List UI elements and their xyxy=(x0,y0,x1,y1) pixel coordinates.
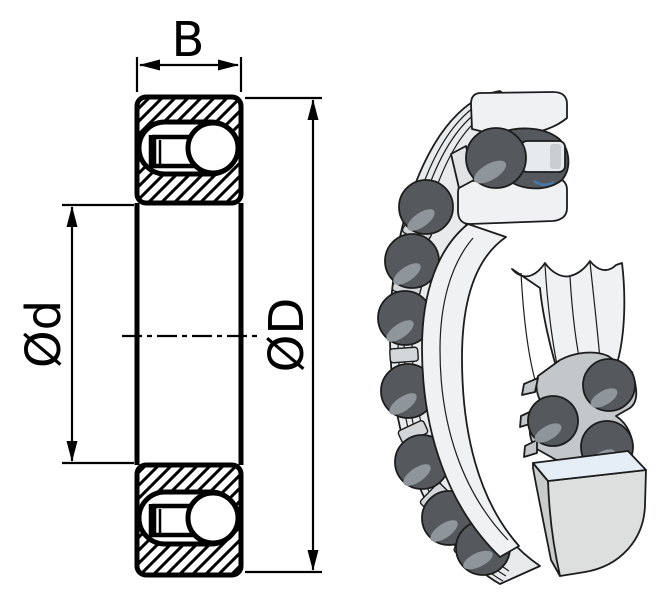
dimension-label-bore: Ød xyxy=(16,300,72,368)
section-front-face xyxy=(547,469,647,577)
inner-ring-face xyxy=(421,223,520,558)
blue-cut-edge xyxy=(533,179,555,186)
ball-section xyxy=(185,120,241,176)
cage-notch xyxy=(523,439,538,458)
arrowhead-top xyxy=(66,206,78,227)
arrowhead-bottom xyxy=(66,441,78,462)
ball-highlight xyxy=(389,393,417,415)
bearing-ball xyxy=(527,395,579,447)
ball-highlight xyxy=(430,520,458,542)
cage-notch xyxy=(521,377,539,396)
outer-ring-bottom-section xyxy=(532,450,647,577)
arrowhead-bottom xyxy=(307,550,319,571)
dimension-outer-D: ØD xyxy=(245,96,322,574)
ball-highlight xyxy=(463,550,493,570)
groove-line xyxy=(520,272,536,381)
ball-highlight xyxy=(590,388,618,408)
bearing-ball xyxy=(380,363,436,419)
ball-highlight xyxy=(407,209,435,231)
dimension-label-outer: ØD xyxy=(259,298,315,373)
section-view: B Ød ØD xyxy=(16,12,322,578)
bearing-ball-front xyxy=(465,127,527,189)
ball-highlight xyxy=(473,160,507,184)
ball-highlight xyxy=(393,263,421,285)
dimension-width-B: B xyxy=(135,12,243,92)
isometric-view xyxy=(377,90,647,585)
ball-section xyxy=(185,490,241,546)
cage-pocket-wedge xyxy=(389,346,419,364)
dimension-bore-d: Ød xyxy=(16,203,134,465)
section-side-face xyxy=(532,462,561,577)
section-top-half xyxy=(134,94,244,206)
ball-highlight xyxy=(403,464,431,486)
bearing-ball xyxy=(398,179,454,235)
extension-lines xyxy=(62,203,134,465)
groove-line xyxy=(589,261,601,361)
cage-bar-shade xyxy=(550,144,561,169)
section-cut-face-blue xyxy=(532,450,647,482)
dimension-label-width: B xyxy=(172,12,205,68)
arrowhead-left xyxy=(139,59,160,71)
ball-highlight xyxy=(534,423,562,443)
section-bottom-half xyxy=(134,462,244,578)
extension-lines xyxy=(135,57,243,92)
arrowhead-top xyxy=(307,99,319,120)
bearing-ball xyxy=(384,233,440,289)
bearing-ball xyxy=(582,358,636,412)
extension-lines xyxy=(245,96,322,574)
ball-highlight xyxy=(386,320,414,342)
arrowhead-right xyxy=(218,59,239,71)
top-section-cluster xyxy=(450,91,570,190)
inner-ring-bore-edge xyxy=(439,237,509,541)
